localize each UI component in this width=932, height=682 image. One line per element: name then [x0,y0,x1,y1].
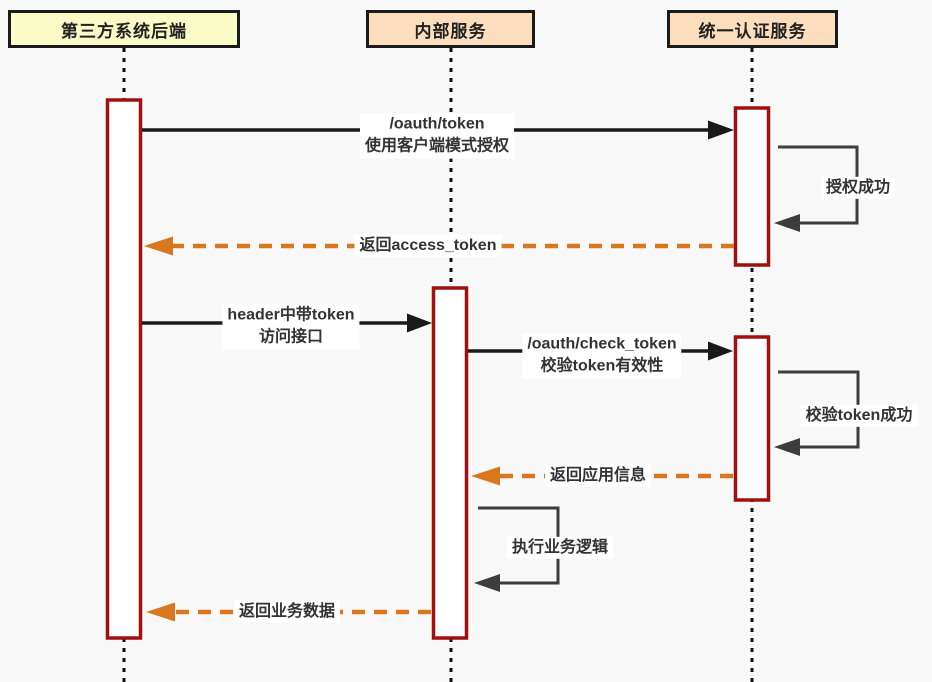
message-label-auth-success: 授权成功 [820,176,896,200]
message-label-return-app-info: 返回应用信息 [544,464,652,488]
message-label-oauth-token: /oauth/token 使用客户端模式授权 [359,113,515,159]
activation-bar-auth-service-2 [733,335,771,502]
message-label-header-token: header中带token 访问接口 [222,304,360,350]
message-label-check-success: 校验token成功 [800,404,918,428]
arrowhead-check-success [774,438,800,456]
arrowhead-return-app-info [471,466,500,486]
arrowhead-return-business-data [146,602,175,622]
arrowhead-return-access-token [144,236,173,256]
arrowhead-check-token [708,341,733,361]
activation-bar-internal-service [431,286,469,640]
activation-bar-third-party-backend [105,98,143,640]
message-label-return-access-token: 返回access_token [354,234,502,258]
arrowhead-execute-business [474,574,500,592]
arrowhead-header-token [407,313,432,333]
activation-bar-auth-service-1 [733,106,771,267]
arrowhead-oauth-token [708,120,734,140]
participant-label: 内部服务 [414,21,487,41]
message-label-return-business-data: 返回业务数据 [233,600,341,624]
participant-third-party-backend: 第三方系统后端 [8,10,240,48]
participant-internal-service: 内部服务 [366,10,535,48]
participant-auth-service: 统一认证服务 [667,10,838,48]
message-label-execute-business: 执行业务逻辑 [506,536,614,560]
message-label-check-token: /oauth/check_token 校验token有效性 [522,333,682,379]
arrowhead-auth-success [774,214,800,232]
participant-label: 统一认证服务 [698,21,807,41]
participant-label: 第三方系统后端 [61,21,187,41]
